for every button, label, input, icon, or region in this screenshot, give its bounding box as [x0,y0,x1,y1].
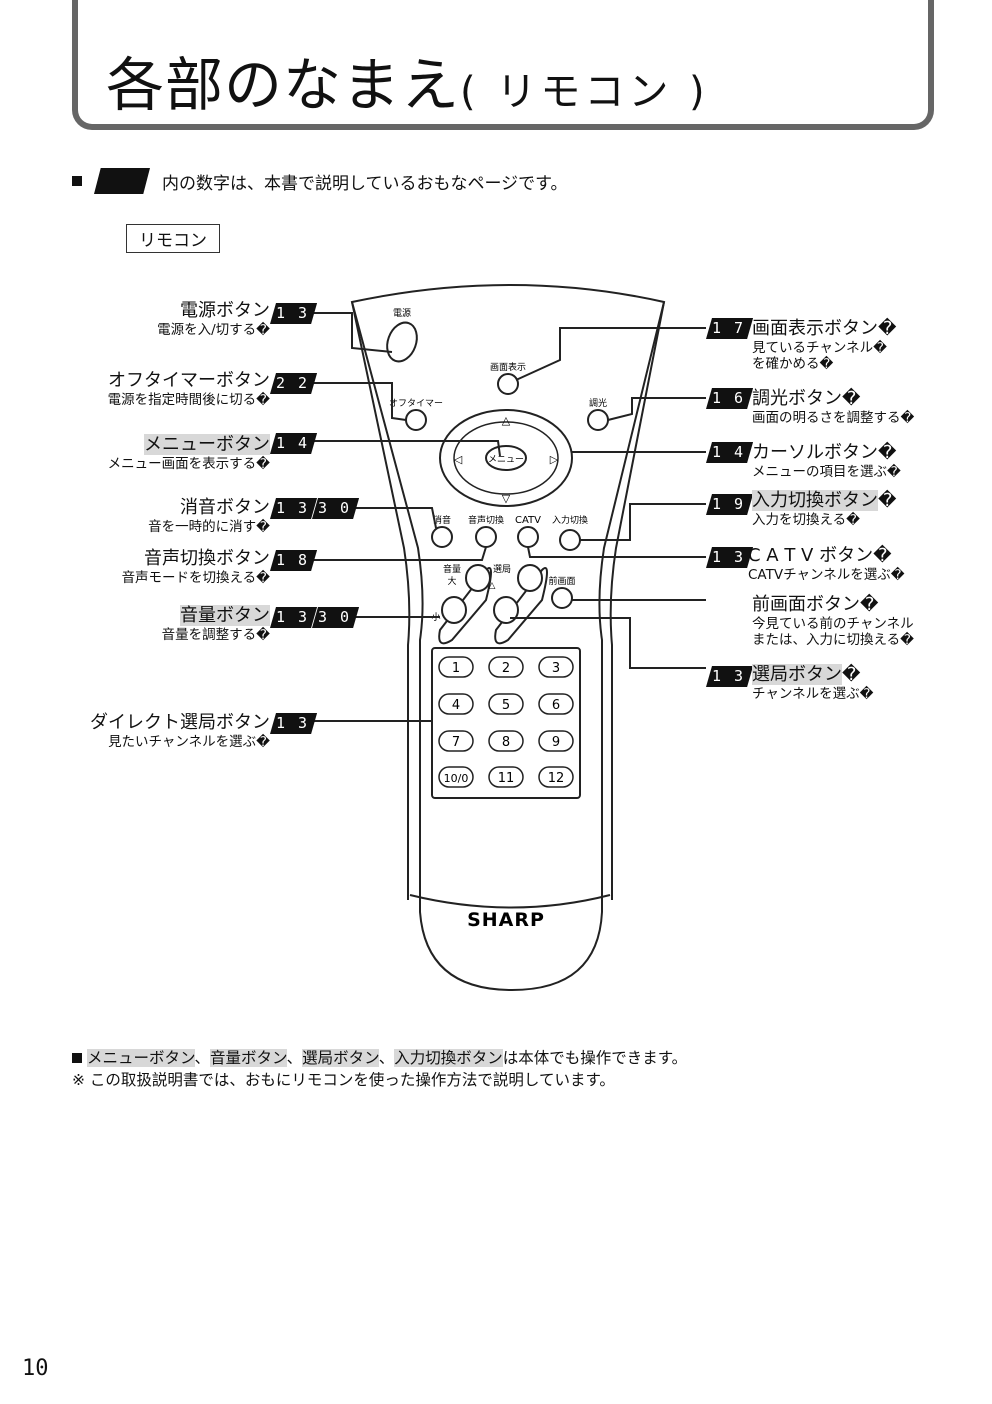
page-tag: 1 7 [706,318,753,339]
svg-text:△: △ [502,414,511,427]
label-cursor: カーソルボタン� メニューの項目を選ぶ� [752,442,901,480]
number-key-11[interactable] [488,766,524,788]
number-key-label: 12 [548,771,565,786]
number-key-6[interactable] [538,693,574,715]
page-tag: 1 3 [270,303,317,324]
svg-text:△: △ [489,581,496,591]
offtimer-button [405,409,427,431]
number-key-2[interactable] [488,656,524,678]
offtimer-text: オフタイマー [389,398,443,409]
remote-illustration: 電源 画面表示 オフタイマー 調光 メニュー △ ▽ ◁ ▷ 消音 音声切換 C… [314,284,706,992]
number-key-1[interactable] [438,656,474,678]
input-text: 入力切換 [552,514,588,526]
label-dimmer: 調光ボタン� 画面の明るさを調整する� [752,388,915,426]
label-prev: 前画面ボタン� 今見ている前のチャンネル または、入力に切換える� [752,594,914,648]
label-volume: 音量ボタン 音量を調整する� [161,605,270,643]
number-key-label: 7 [452,735,460,750]
number-key-3[interactable] [538,656,574,678]
channel-up-button [517,564,543,592]
dimmer-button [587,409,609,431]
label-display: 画面表示ボタン� 見ているチャンネル� を確かめる� [752,318,897,372]
display-button [497,373,519,395]
svg-text:◁: ◁ [454,453,463,466]
page-tag: 1 8 [270,550,317,571]
page-tag: 1 3 [270,498,317,519]
catv-button [517,526,539,548]
bullet-square [72,1053,82,1063]
number-key-4[interactable] [438,693,474,715]
power-text: 電源 [393,308,411,319]
catv-text: CATV [515,515,541,526]
number-key-5[interactable] [488,693,524,715]
vol-big-text: 大 [447,575,456,587]
page-tag: 3 0 [312,498,359,519]
volume-down-button [441,596,467,624]
page-tag: 2 2 [270,373,317,394]
label-mute: 消音ボタン 音を一時的に消す� [148,497,270,535]
footer-line-1: メニューボタン、音量ボタン、選局ボタン、入力切換ボタンは本体でも操作できます。 [72,1046,687,1068]
page-tag: 1 6 [706,388,753,409]
dimmer-text: 調光 [589,397,607,409]
menu-button [485,445,527,471]
label-audio: 音声切換ボタン 音声モードを切換える� [121,548,270,586]
page-tag: 1 3 [270,713,317,734]
number-key-label: 5 [502,698,510,713]
power-button [386,321,418,363]
input-button [559,529,581,551]
label-power: 電源ボタン 電源を入/切する� [157,300,270,338]
label-offtimer: オフタイマーボタン 電源を指定時間後に切る� [107,370,270,408]
footer-line-2: ※ この取扱説明書では、おもにリモコンを使った操作方法で説明しています。 [72,1071,615,1089]
channel-down-button [493,596,519,624]
number-key-label: 10/0 [444,772,469,785]
number-key-7[interactable] [438,730,474,752]
mute-text: 消音 [433,514,451,526]
number-key-9[interactable] [538,730,574,752]
volume-up-button [465,564,491,592]
page-tag: 1 4 [270,433,317,454]
menu-text: メニュー [488,455,524,465]
page-tag: 1 4 [706,442,753,463]
number-key-label: 9 [552,735,560,750]
label-catv: C A T V ボタン� CATVチャンネルを選ぶ� [748,545,905,583]
number-key-label: 2 [502,661,510,676]
number-key-label: 11 [498,771,515,786]
audio-text: 音声切換 [468,514,504,526]
bullet-square [72,176,82,186]
label-input: 入力切換ボタン� 入力を切換える� [752,490,897,528]
page-tag: 3 0 [312,607,359,628]
number-key-label: 8 [502,735,510,750]
number-key-label: 4 [452,698,460,713]
number-key-10/0[interactable] [438,766,474,788]
number-key-12[interactable] [538,766,574,788]
page-tag: 1 3 [706,547,753,568]
number-key-label: 6 [552,698,560,713]
page-tag: 1 9 [706,494,753,515]
svg-text:▷: ▷ [550,453,559,466]
page-number: 10 [22,1356,49,1381]
page-tag-sample [94,168,150,194]
display-text: 画面表示 [490,361,526,373]
number-key-label: 1 [452,661,460,676]
section-label: リモコン [126,224,220,253]
page-note: 内の数字は、本書で説明しているおもなページです。 [72,168,567,194]
number-key-label: 3 [552,661,560,676]
brand-text: SHARP [467,909,545,931]
page-tag: 1 3 [270,607,317,628]
title-frame [72,0,934,130]
channel-text: 選局 [493,564,511,575]
svg-text:▽: ▽ [502,492,511,505]
volume-text: 音量 [443,563,461,575]
mute-button [431,526,453,548]
prev-text: 前画面 [548,575,575,587]
prev-button [551,587,573,609]
page-title: 各部のなまえ( リモコン ) [106,51,709,119]
label-menu: メニューボタン メニュー画面を表示する� [107,434,270,472]
number-key-8[interactable] [488,730,524,752]
audio-button [475,526,497,548]
numeric-panel [431,647,581,799]
label-direct: ダイレクト選局ボタン 見たいチャンネルを選ぶ� [90,712,270,750]
label-channel: 選局ボタン� チャンネルを選ぶ� [752,664,874,702]
page-tag: 1 3 [706,666,753,687]
